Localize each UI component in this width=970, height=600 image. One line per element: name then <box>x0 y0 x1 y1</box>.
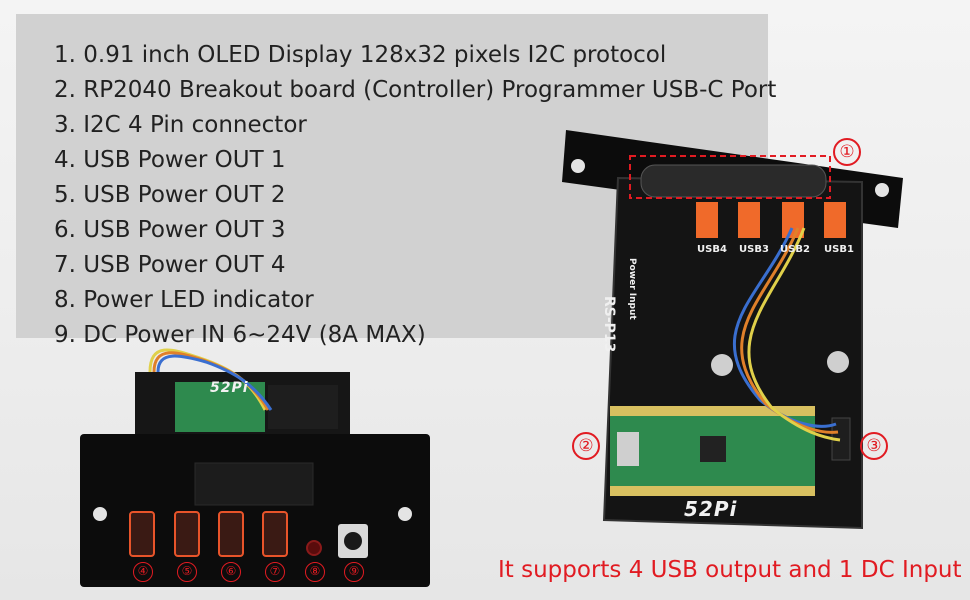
callout-power-led: ⑧ <box>305 562 325 582</box>
usb-label: USB2 <box>780 244 810 255</box>
usb-port <box>262 511 288 557</box>
top-view-wire-yellow <box>747 227 841 442</box>
feature-item: 1. 0.91 inch OLED Display 128x32 pixels … <box>54 42 667 68</box>
callout-usb-out-3: ⑥ <box>221 562 241 582</box>
feature-list: 1. 0.91 inch OLED Display 128x32 pixels … <box>54 38 776 353</box>
mounting-hole <box>93 507 107 521</box>
top-view-wire-orange <box>740 227 839 434</box>
usb-label: USB1 <box>824 244 854 255</box>
controller-pin-row <box>610 406 815 416</box>
mounting-hole <box>571 159 585 173</box>
mounting-hole <box>875 183 889 197</box>
usb-port <box>174 511 200 557</box>
feature-item: 7. USB Power OUT 4 <box>54 252 286 278</box>
usb-label: USB3 <box>739 244 769 255</box>
usb-label: USB4 <box>697 244 727 255</box>
top-view-wire-blue <box>732 227 837 428</box>
callout-dc-jack: ⑨ <box>344 562 364 582</box>
capacitor <box>711 354 733 376</box>
dc-jack-socket <box>344 532 362 550</box>
feature-item: 5. USB Power OUT 2 <box>54 182 286 208</box>
front-view-pin-header <box>268 385 338 429</box>
callout-i2c: ③ <box>860 432 888 460</box>
rp2040-chip <box>700 436 726 462</box>
usb-port <box>129 511 155 557</box>
usb-connector <box>824 202 846 238</box>
callout-usb-c: ② <box>572 432 600 460</box>
power-led <box>306 540 322 556</box>
display-callout-frame <box>629 155 831 199</box>
callout-display: ① <box>833 138 861 166</box>
front-view-brand: 52Pi <box>210 380 249 396</box>
tagline: It supports 4 USB output and 1 DC Input <box>498 557 962 583</box>
oled-display <box>640 164 827 198</box>
front-view-bracket <box>80 434 430 587</box>
usb-port <box>218 511 244 557</box>
usb-connector <box>738 202 760 238</box>
mounting-hole <box>398 507 412 521</box>
top-view <box>562 130 903 530</box>
feature-item: 4. USB Power OUT 1 <box>54 147 286 173</box>
callout-usb-out-4: ⑦ <box>265 562 285 582</box>
usb-connector <box>696 202 718 238</box>
front-view <box>80 348 430 587</box>
capacitor <box>827 351 849 373</box>
feature-item: 9. DC Power IN 6~24V (8A MAX) <box>54 322 426 348</box>
controller-pin-row <box>610 486 815 496</box>
feature-item: 2. RP2040 Breakout board (Controller) Pr… <box>54 77 777 103</box>
display-window <box>194 462 314 506</box>
power-input-label: Power Input <box>627 258 637 320</box>
callout-usb-out-1: ④ <box>133 562 153 582</box>
feature-item: 6. USB Power OUT 3 <box>54 217 286 243</box>
feature-item: 3. I2C 4 Pin connector <box>54 112 307 138</box>
board-brand: 52Pi <box>684 497 738 521</box>
front-view-wire-blue <box>156 354 273 411</box>
callout-usb-out-2: ⑤ <box>177 562 197 582</box>
feature-item: 8. Power LED indicator <box>54 287 314 313</box>
front-view-controller-board <box>175 382 265 432</box>
board-model-label: RS-P13 <box>601 296 617 353</box>
usb-c-port <box>617 432 639 466</box>
